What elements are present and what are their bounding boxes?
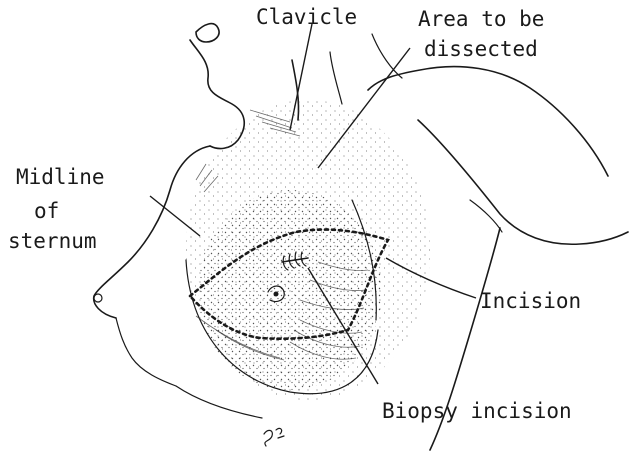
label-clavicle: Clavicle <box>256 5 357 29</box>
dissection-area <box>186 100 430 400</box>
label-midline-line3: sternum <box>8 229 97 253</box>
label-midline-line2: of <box>34 199 59 223</box>
artist-signature <box>264 428 284 446</box>
label-area-line2: dissected <box>424 37 538 61</box>
label-area-line1: Area to be <box>418 7 544 31</box>
label-midline-line1: Midline <box>16 165 105 189</box>
label-biopsy: Biopsy incision <box>382 399 572 423</box>
label-incision: Incision <box>480 289 581 313</box>
